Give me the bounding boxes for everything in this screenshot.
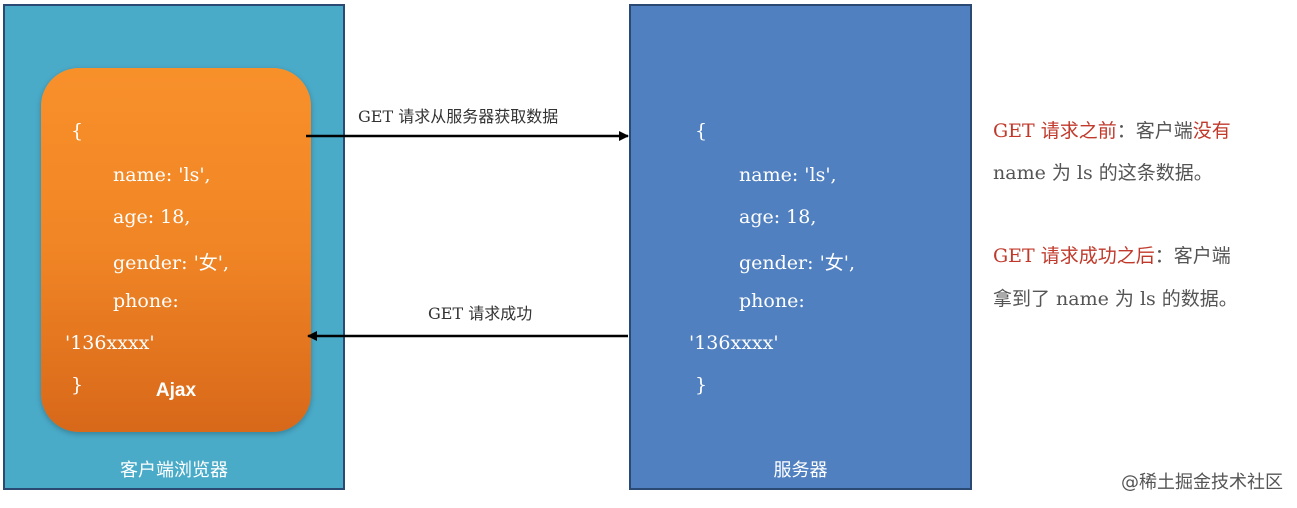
response-arrow-label: GET 请求成功 xyxy=(428,304,533,323)
server-code-block: { name: 'ls', age: 18, gender: '女', phon… xyxy=(689,120,855,396)
server-code-line: name: 'ls', xyxy=(739,164,837,186)
client-code-line: age: 18, xyxy=(113,206,191,228)
client-code-block: { name: 'ls', age: 18, gender: '女', phon… xyxy=(65,120,229,396)
watermark: @稀土掘金技术社区 xyxy=(1121,472,1283,493)
note-after-sep: ：客户端 xyxy=(1154,245,1231,267)
client-panel-title: 客户端浏览器 xyxy=(120,460,228,481)
request-arrow-label: GET 请求从服务器获取数据 xyxy=(358,107,559,126)
note-after-highlight: GET 请求成功之后 xyxy=(993,245,1155,267)
server-code-line: '136xxxx' xyxy=(689,332,779,354)
ajax-box: { name: 'ls', age: 18, gender: '女', phon… xyxy=(41,68,311,432)
client-code-line: gender: '女', xyxy=(113,252,230,274)
server-code-line: age: 18, xyxy=(739,206,817,228)
note-before-highlight: GET 请求之前 xyxy=(993,120,1117,142)
server-code-line: gender: '女', xyxy=(739,252,856,274)
ajax-label: Ajax xyxy=(155,380,197,401)
note-after-line2: 拿到了 name 为 ls 的数据。 xyxy=(993,288,1238,310)
server-panel-title: 服务器 xyxy=(773,460,828,481)
server-code-line: { xyxy=(695,120,708,142)
client-browser-panel: { name: 'ls', age: 18, gender: '女', phon… xyxy=(3,4,345,490)
note-before-line1: GET 请求之前：客户端没有 xyxy=(993,116,1231,143)
client-code-line: { xyxy=(71,120,84,142)
client-code-line: } xyxy=(71,374,84,396)
note-before-highlight2: 没有 xyxy=(1192,120,1231,142)
note-before-sep: ：客户端 xyxy=(1116,120,1193,142)
server-panel: { name: 'ls', age: 18, gender: '女', phon… xyxy=(629,4,972,490)
client-code-line: name: 'ls', xyxy=(113,164,211,186)
client-code-line: phone: xyxy=(113,290,179,312)
server-code-line: } xyxy=(695,374,708,396)
client-code-line: '136xxxx' xyxy=(65,332,155,354)
note-before-line2: name 为 ls 的这条数据。 xyxy=(993,162,1213,184)
note-after-line1: GET 请求成功之后：客户端 xyxy=(993,241,1231,268)
server-code-line: phone: xyxy=(739,290,805,312)
